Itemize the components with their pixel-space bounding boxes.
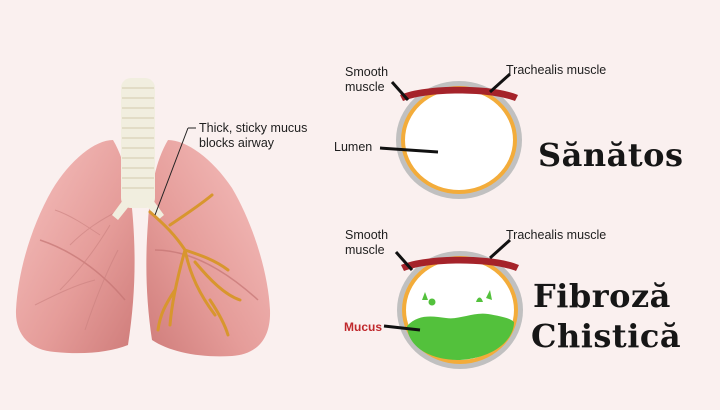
- mucus-droplet: [428, 298, 436, 306]
- lung-annotation-line2: blocks airway: [199, 136, 275, 150]
- cf-smooth-muscle-line1: Smooth: [345, 228, 389, 242]
- cf-airway-diagram: [383, 238, 523, 369]
- trachea: [112, 78, 164, 220]
- cf-smooth-muscle-pointer: [394, 251, 414, 271]
- cf-title-line2: Chistică: [531, 317, 682, 355]
- lung-annotation: Thick, sticky mucus blocks airway: [199, 121, 307, 151]
- healthy-airway-diagram: [379, 72, 522, 199]
- mucus-splash-left: [422, 292, 428, 300]
- cf-smooth-muscle-label: Smooth muscle: [345, 228, 388, 258]
- left-lung: [15, 140, 135, 354]
- lung-annotation-line1: Thick, sticky mucus: [199, 121, 308, 135]
- left-lung-veins: [34, 209, 121, 331]
- cf-trachealis: [401, 256, 519, 271]
- mucus-splash-right: [476, 290, 492, 302]
- lung-annotation-line: [154, 127, 189, 216]
- bronchial-tree-mucus: [148, 193, 242, 337]
- right-lung-fissure: [154, 249, 259, 301]
- healthy-trachealis: [400, 86, 518, 101]
- healthy-lumen-pointer: [379, 146, 439, 154]
- cf-mucus-blob: [407, 313, 514, 360]
- cf-smooth-muscle-line2: muscle: [345, 243, 385, 257]
- lungs-illustration: [15, 78, 271, 357]
- healthy-smooth-muscle-label: Smooth muscle: [345, 65, 388, 95]
- healthy-lumen-label: Lumen: [334, 140, 373, 154]
- healthy-title: Sănătos: [538, 136, 684, 174]
- cf-trachealis-label: Trachealis muscle: [506, 228, 607, 242]
- healthy-trachealis-pointer: [488, 72, 512, 94]
- right-lung: [146, 140, 271, 357]
- healthy-smooth-muscle-line1: Smooth: [345, 65, 389, 79]
- cf-title-line1: Fibroză: [533, 277, 671, 315]
- healthy-smooth-muscle-pointer: [390, 81, 410, 101]
- healthy-trachealis-label: Trachealis muscle: [506, 63, 607, 77]
- cf-mucus-pointer: [383, 324, 421, 332]
- cf-mucus-label: Mucus: [344, 320, 383, 334]
- healthy-smooth-muscle-line2: muscle: [345, 80, 385, 94]
- cf-trachealis-pointer: [488, 238, 512, 260]
